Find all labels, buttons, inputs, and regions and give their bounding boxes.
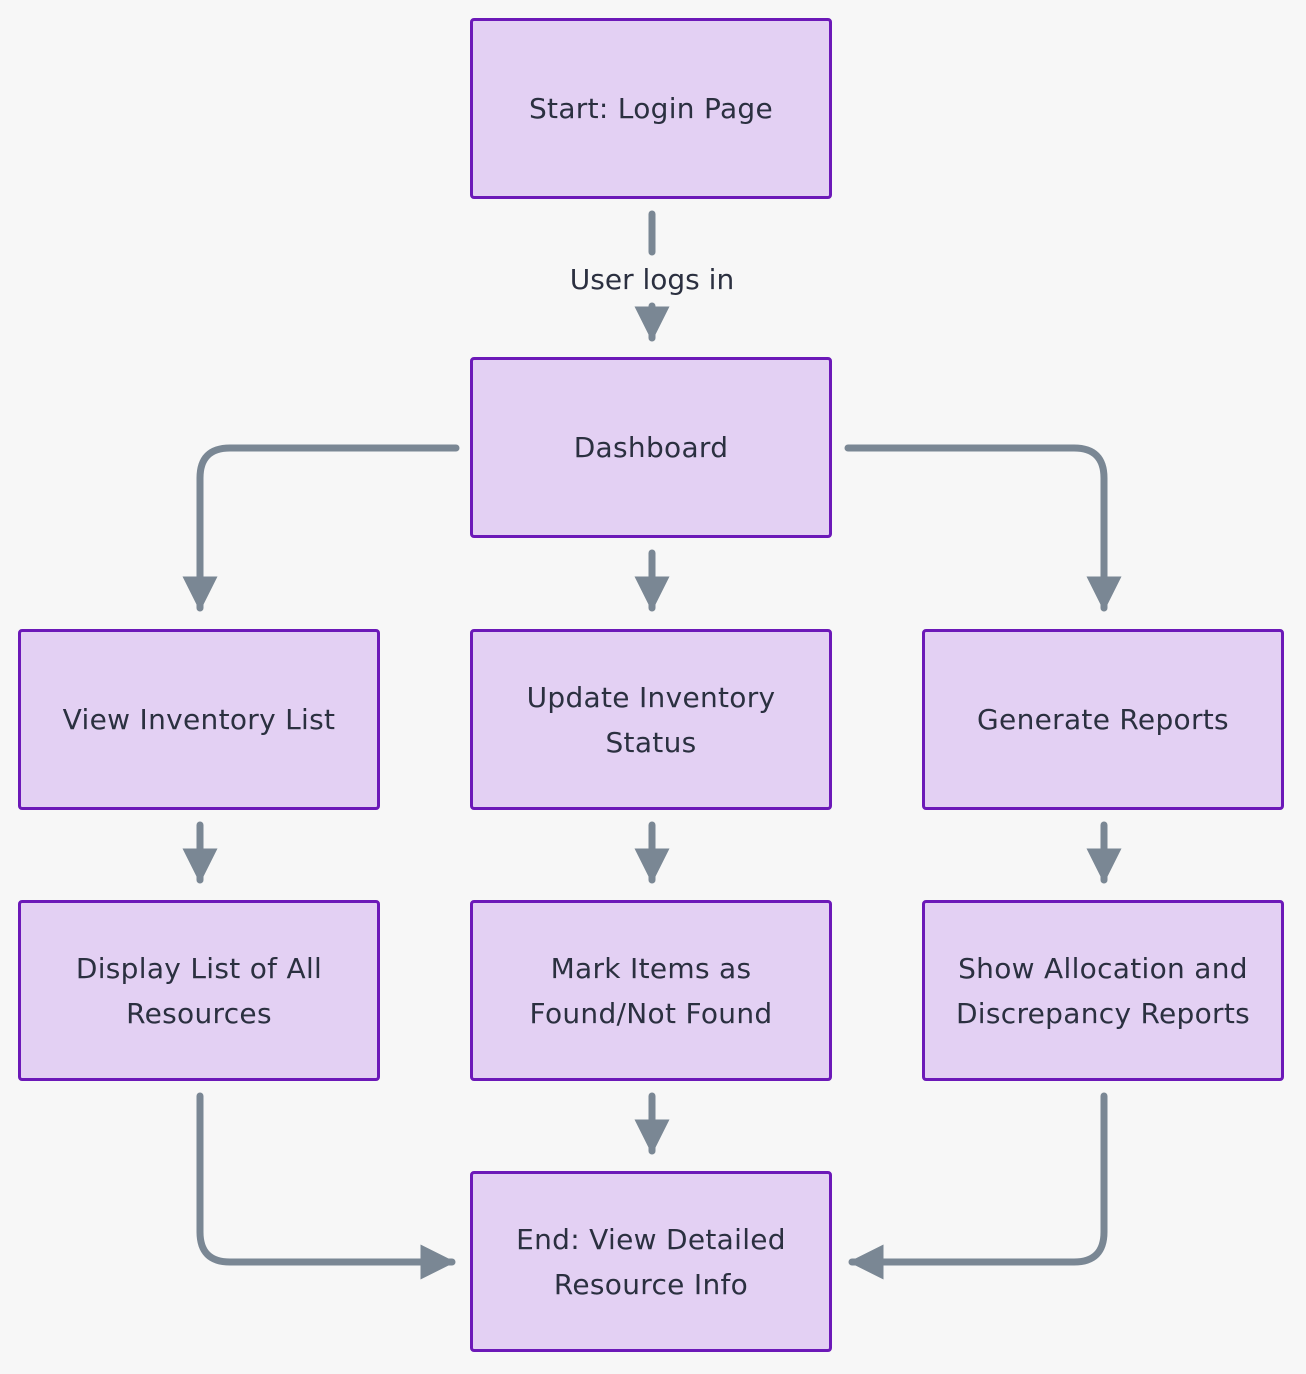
node-dashboard[interactable]: Dashboard <box>470 357 832 538</box>
node-label: Generate Reports <box>977 703 1229 736</box>
edge-display-list-to-end <box>196 1092 456 1280</box>
node-label: Start: Login Page <box>528 92 774 125</box>
node-label: View Inventory List <box>62 703 336 736</box>
node-label: Dashboard <box>573 431 729 464</box>
edge-dashboard-to-view-inventory <box>182 444 460 612</box>
node-view-inventory-list[interactable]: View Inventory List <box>18 629 380 810</box>
edge-label-user-logs-in: User logs in <box>540 263 764 297</box>
edge-dashboard-to-generate-reports <box>844 444 1122 612</box>
node-generate-reports[interactable]: Generate Reports <box>922 629 1284 810</box>
edge-show-reports-to-end <box>848 1092 1108 1280</box>
node-start-login-page[interactable]: Start: Login Page <box>470 18 832 199</box>
